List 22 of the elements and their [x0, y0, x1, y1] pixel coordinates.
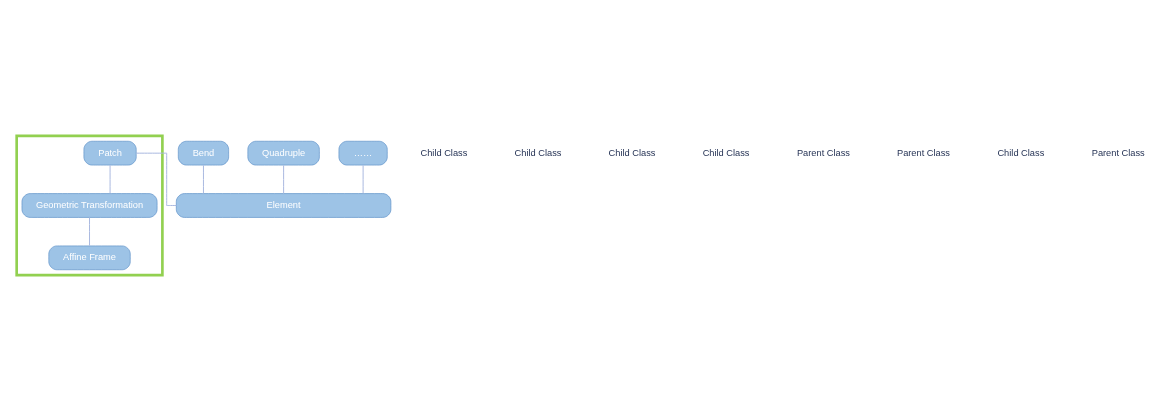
label: Child Class	[702, 147, 750, 158]
node-box: Geometric Transformation	[21, 193, 158, 218]
connector	[109, 164, 111, 194]
connector	[362, 164, 364, 194]
connector	[89, 217, 91, 247]
label: Child Class	[514, 147, 562, 158]
cluster	[15, 134, 164, 277]
node-box: Patch	[83, 140, 137, 166]
node-box: ……	[338, 140, 388, 166]
label: Parent Class	[1091, 147, 1145, 158]
label: Child Class	[420, 147, 468, 158]
label: Child Class	[608, 147, 656, 158]
label: Child Class	[997, 147, 1045, 158]
node-box: Bend	[177, 140, 229, 166]
node-box: Affine Frame	[48, 245, 131, 271]
connector	[135, 152, 177, 206]
label: Parent Class	[796, 147, 850, 158]
node-box: Quadruple	[247, 140, 320, 166]
label: Parent Class	[896, 147, 951, 158]
node-box: Element	[175, 193, 392, 218]
connector	[283, 164, 285, 194]
connector	[202, 164, 204, 194]
